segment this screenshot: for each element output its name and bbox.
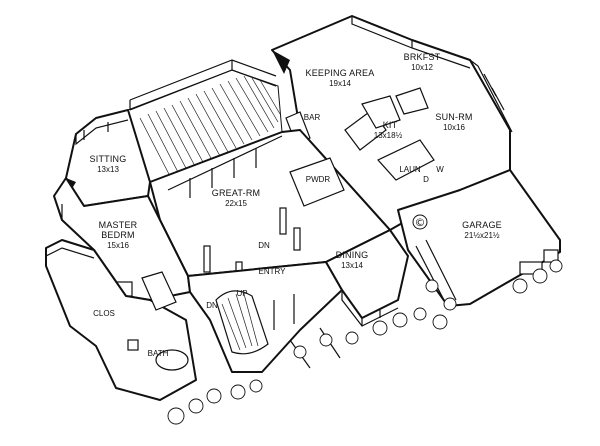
sun-rm-dim: 10x16 <box>443 123 465 132</box>
dryer-label: D <box>423 175 429 184</box>
kitchen-counter-2 <box>395 87 429 115</box>
great-room <box>149 129 391 285</box>
copyright-circle <box>412 214 428 230</box>
small-labels: BAR PWDR LAUN W D DN ENTRY UP DN CLOS BA… <box>93 113 444 358</box>
pwdr-label: PWDR <box>306 175 331 184</box>
column <box>279 207 287 235</box>
dining-dim: 13x14 <box>341 261 363 270</box>
kit-dim: 13x18½ <box>374 131 403 140</box>
corner-chimney <box>272 50 290 74</box>
powder-room <box>289 157 345 207</box>
bath-vanity <box>141 271 177 311</box>
washer-label: W <box>436 165 444 174</box>
closet-bath-wing <box>45 239 197 401</box>
column <box>203 245 211 273</box>
curved-stair <box>215 290 269 355</box>
sitting-dim: 13x13 <box>97 165 119 174</box>
kitchen-counter <box>361 95 401 129</box>
kit-label: KIT <box>383 120 398 130</box>
garage-dim: 21½x21½ <box>464 231 499 240</box>
brkfst-dim: 10x12 <box>411 63 433 72</box>
up-label: UP <box>236 289 247 298</box>
room-labels: KEEPING AREA 19x14 BRKFST 10x12 SUN-RM 1… <box>90 52 502 270</box>
brkfst-label: BRKFST <box>404 52 441 62</box>
bathtub <box>155 349 189 371</box>
entry-label: ENTRY <box>259 267 287 276</box>
great-rm-dim: 22x15 <box>225 199 247 208</box>
toilet <box>127 339 139 351</box>
garage-label: GARAGE <box>462 220 502 230</box>
dn-stair-label: DN <box>206 301 218 310</box>
clos-label: CLOS <box>93 309 115 318</box>
laundry-block <box>377 139 435 181</box>
sitting-label: SITTING <box>90 154 127 164</box>
dining-label: DINING <box>336 250 369 260</box>
great-rm-label: GREAT-RM <box>212 188 260 198</box>
sun-rm-label: SUN-RM <box>435 112 472 122</box>
master-label: MASTER <box>99 220 138 230</box>
bar-label: BAR <box>304 113 321 122</box>
master-dim: 15x16 <box>107 241 129 250</box>
bath-label: BATH <box>148 349 169 358</box>
bedrm-label: BEDRM <box>101 230 135 240</box>
dining-room <box>325 229 409 327</box>
deck-slats <box>139 75 281 181</box>
entry-stairs <box>187 261 343 373</box>
keeping-area-label: KEEPING AREA <box>306 68 375 78</box>
landscaping <box>167 259 563 425</box>
keeping-area-dim: 19x14 <box>329 79 351 88</box>
copyright-mark: © <box>415 216 426 229</box>
rear-deck <box>127 59 283 191</box>
column <box>293 227 301 251</box>
dn-great-label: DN <box>258 241 270 250</box>
laun-label: LAUN <box>399 165 421 174</box>
